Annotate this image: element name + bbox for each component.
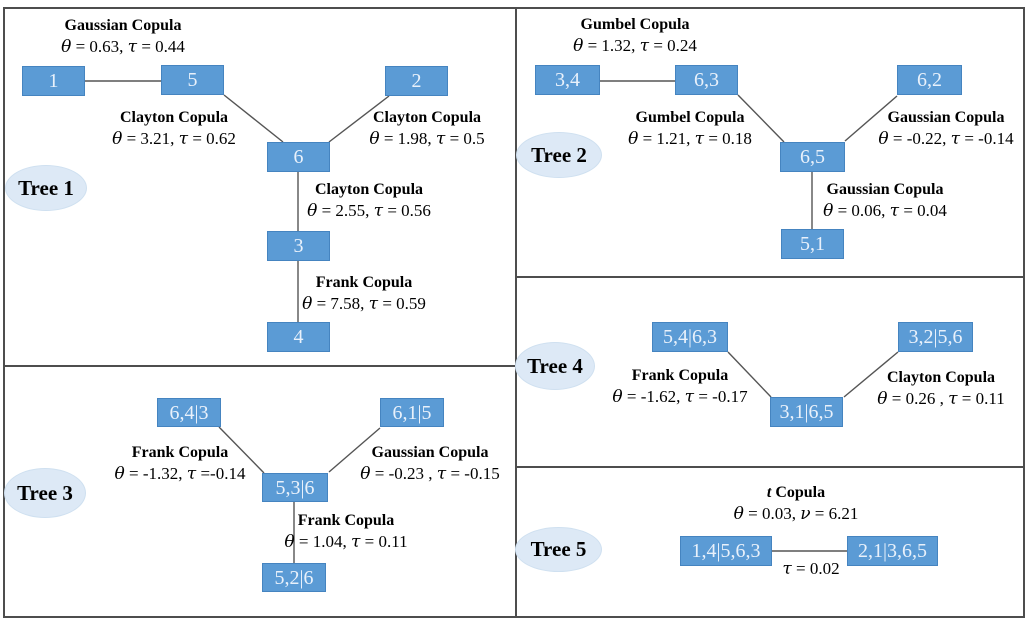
outer-border bbox=[3, 7, 1025, 618]
edge-line-2-6 bbox=[328, 95, 390, 143]
edge-line-5463-3165 bbox=[727, 351, 772, 398]
edge-line-62-65 bbox=[844, 95, 898, 142]
edge-line-643-536 bbox=[218, 426, 265, 474]
edge-line-5-6 bbox=[223, 94, 284, 143]
edge-line-3256-3165 bbox=[843, 351, 899, 398]
edge-line-63-65 bbox=[737, 94, 785, 143]
edge-line-615-536 bbox=[328, 427, 381, 473]
